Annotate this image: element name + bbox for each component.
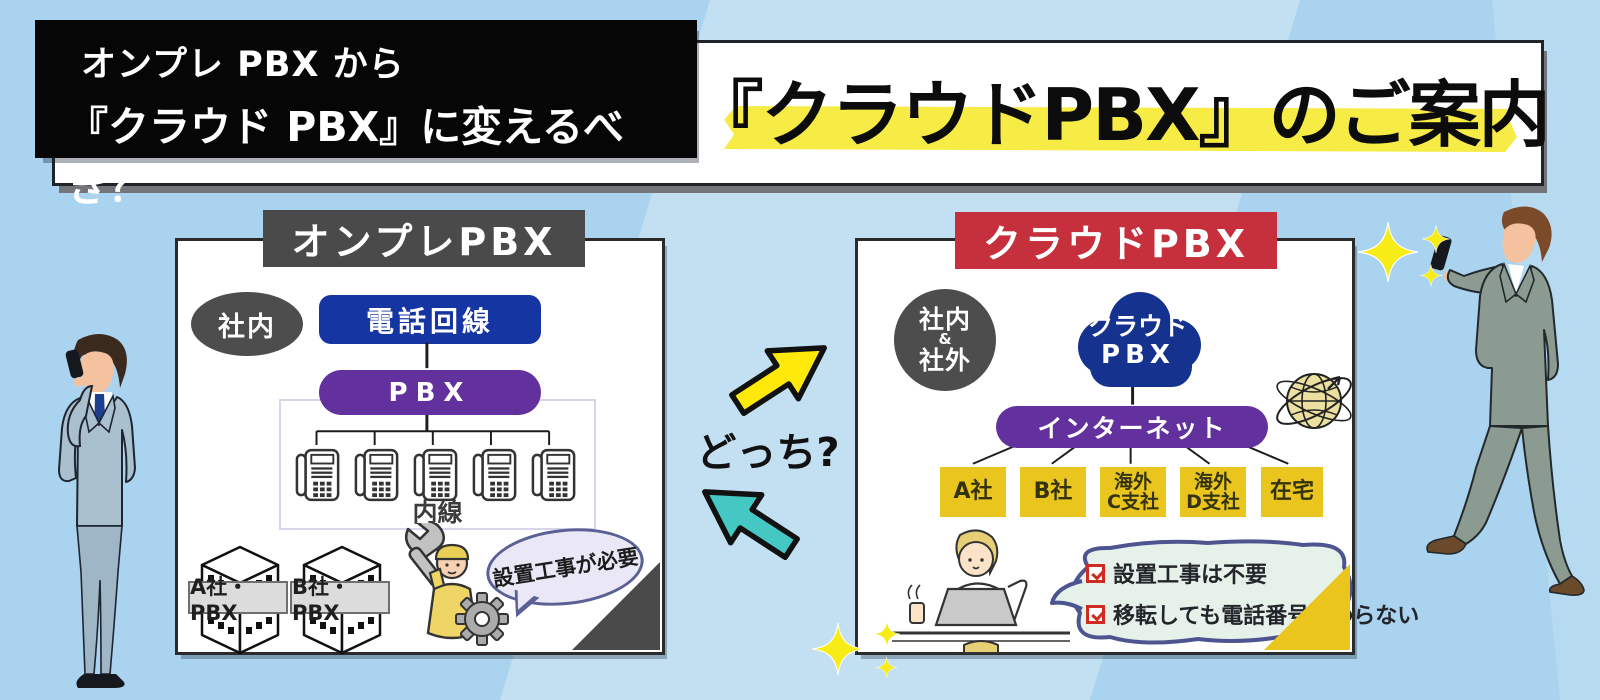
site-box-a: A社 — [940, 467, 1006, 517]
header-line-1: オンプレ PBX から — [81, 45, 405, 85]
benefit-item: 設置工事は不要 — [1086, 557, 1356, 589]
remote-worker-icon — [892, 529, 1070, 654]
cloud-scope-amp: & — [938, 330, 952, 349]
building-a-label: A社・PBX — [188, 575, 288, 625]
page-title: 『クラウドPBX』のご案内 — [691, 72, 1550, 157]
corner-triangle-dark — [572, 562, 660, 650]
which-one-question: どっち? — [696, 430, 840, 476]
desk-phone-icon — [413, 448, 458, 502]
cloud-shape — [1078, 292, 1201, 387]
desk-phone-icon — [354, 448, 399, 502]
building-b-label: B社・PBX — [290, 575, 390, 625]
cloud-scope-line1: 社内 — [918, 304, 971, 334]
cloud-panel: 社内 & 社外 クラウド PBX インターネット A社 B社 海外 C — [855, 238, 1419, 655]
red-checkbox-icon — [1086, 604, 1105, 624]
title-highlight-marker — [722, 106, 1517, 152]
cloud-scope-badge: 社内 & 社外 — [894, 289, 996, 391]
globe-network-icon — [1276, 373, 1352, 429]
corner-triangle-yellow — [1264, 564, 1350, 650]
sparkle-icon — [876, 656, 897, 679]
site-box-b: B社 — [1020, 467, 1086, 517]
businessman-on-phone-illustration — [58, 334, 136, 688]
cloud-pbx-label: クラウド PBX — [1087, 312, 1188, 370]
site-box-overseas-c: 海外 C支社 — [1100, 467, 1166, 517]
cloud-panel-title: クラウドPBX — [955, 212, 1277, 269]
sparkle-icon — [1358, 221, 1418, 283]
sparkle-icon — [874, 620, 900, 648]
phone-line-box: 電話回線 — [319, 295, 541, 344]
header-question-box: オンプレ PBX から 『クラウド PBX』に変えるべき？ — [35, 20, 697, 211]
businessman-with-smartphone-illustration — [1426, 206, 1585, 596]
internet-box: インターネット — [996, 406, 1268, 448]
desk-phone-icon — [295, 448, 340, 502]
cloud-scope-line2: 社外 — [918, 345, 971, 375]
sparkle-icon — [1420, 264, 1442, 287]
onpremise-panel-title: オンプレPBX — [263, 210, 585, 267]
desk-phone-icon — [472, 448, 517, 502]
red-checkbox-icon — [1086, 563, 1105, 583]
pbx-box: PBX — [319, 370, 541, 415]
onpre-scope-badge: 社内 — [191, 292, 303, 356]
desk-phone-icon — [531, 448, 576, 502]
site-box-overseas-d: 海外 D支社 — [1180, 467, 1246, 517]
header-line-2: 『クラウド PBX』に変えるべき？ — [67, 103, 624, 211]
installation-worker-icon — [405, 523, 509, 646]
arrow-to-onpre-icon — [702, 489, 800, 561]
sparkle-icon — [812, 622, 864, 676]
onpremise-panel: 社内 電話回線 PBX 内線 — [175, 238, 665, 655]
sparkle-icon — [1422, 224, 1450, 254]
site-box-remote: 在宅 — [1261, 467, 1323, 517]
arrow-to-cloud-icon — [729, 345, 827, 417]
